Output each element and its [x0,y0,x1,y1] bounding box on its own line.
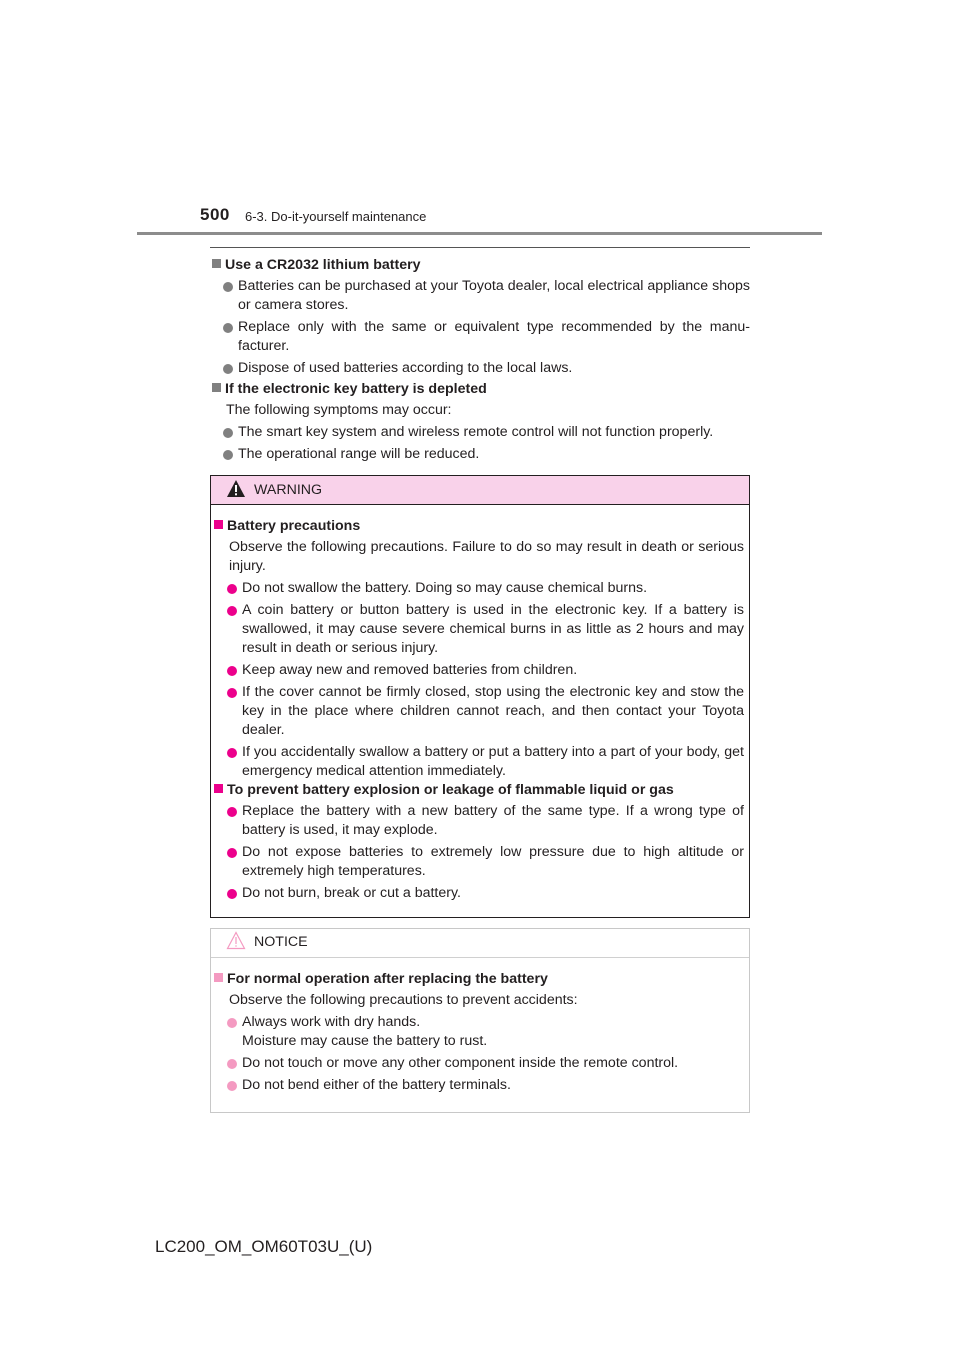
notice-section-normal-operation: For normal operation after replacing the… [214,970,744,1095]
list-item: If the cover cannot be firmly closed, st… [227,683,744,740]
circle-bullet-icon [227,606,237,616]
circle-bullet-icon [227,889,237,899]
circle-bullet-icon [227,666,237,676]
notice-triangle-icon [226,931,246,950]
circle-bullet-icon [223,428,233,438]
intro-text: The following symptoms may occur: [226,402,452,418]
warning-box [210,475,750,918]
circle-bullet-icon [227,584,237,594]
circle-bullet-icon [227,807,237,817]
circle-bullet-icon [223,282,233,292]
intro-heading-2: If the electronic key battery is deplete… [212,380,750,399]
list-item: Do not swallow the battery. Doing so may… [227,579,744,598]
warning-triangle-icon [227,480,245,497]
page-number: 500 [200,205,230,224]
warning-heading-2: To prevent battery explosion or leakage … [214,781,744,800]
warning-header [211,476,749,505]
warning-section-explosion: To prevent battery explosion or leakage … [214,781,744,903]
warning-section-precautions: Battery precautions Observe the followin… [214,517,744,781]
circle-bullet-icon [223,364,233,374]
intro-section-battery-type: Use a CR2032 lithium battery Batteries c… [212,256,750,378]
list-item: Do not touch or move any other component… [227,1054,744,1073]
list-item: Replace only with the same or equivalent… [223,318,750,356]
circle-bullet-icon [227,688,237,698]
circle-bullet-icon [227,1059,237,1069]
square-icon [212,383,221,392]
circle-bullet-icon [227,1081,237,1091]
section-title: 6-3. Do-it-yourself maintenance [245,209,427,224]
square-icon [214,973,223,982]
notice-text: Observe the following precautions to pre… [229,992,578,1008]
footer-code: LC200_OM_OM60T03U_(U) [155,1237,373,1256]
list-item: Keep away new and removed batteries from… [227,661,744,680]
list-item: Always work with dry hands.Moisture may … [227,1013,744,1051]
list-item: Batteries can be purchased at your Toyot… [223,277,750,315]
notice-heading-1: For normal operation after replacing the… [214,970,744,989]
warning-label: WARNING [254,482,323,498]
header-rule [137,232,822,235]
intro-heading-1: Use a CR2032 lithium battery [212,256,750,275]
circle-bullet-icon [227,848,237,858]
circle-bullet-icon [223,323,233,333]
warning-text: Observe the following precautions. Failu… [229,539,744,574]
list-item: Do not burn, break or cut a battery. [227,884,744,903]
list-item: If you accidentally swallow a battery or… [227,743,744,781]
square-icon [212,259,221,268]
list-item: Do not bend either of the battery termin… [227,1076,744,1095]
list-item: Dispose of used batteries according to t… [223,359,750,378]
list-item: The smart key system and wireless remote… [223,423,750,442]
content-rule [210,247,750,248]
circle-bullet-icon [227,748,237,758]
intro-section-depleted: If the electronic key battery is deplete… [212,380,750,464]
square-icon [214,784,223,793]
list-item: The operational range will be reduced. [223,445,750,464]
list-item: A coin battery or button battery is used… [227,601,744,658]
list-item: Do not expose batteries to extremely low… [227,843,744,881]
notice-header-rule [211,957,749,958]
warning-heading-1: Battery precautions [214,517,744,536]
notice-label: NOTICE [254,934,308,950]
square-icon [214,520,223,529]
circle-bullet-icon [227,1018,237,1028]
list-item: Replace the battery with a new battery o… [227,802,744,840]
notice-box [210,928,750,1113]
circle-bullet-icon [223,450,233,460]
